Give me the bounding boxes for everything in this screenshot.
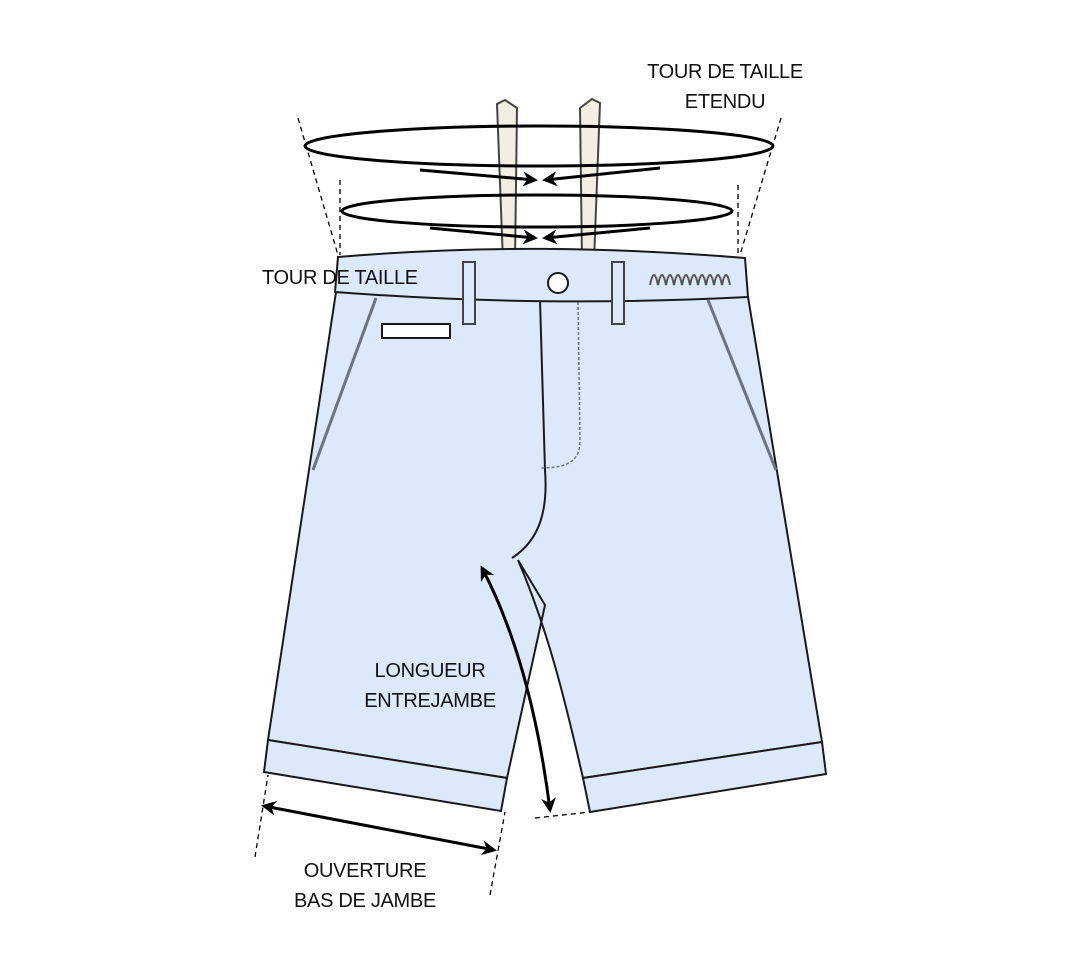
label-leg-opening-line2: BAS DE JAMBE: [294, 890, 436, 912]
label-inseam-line1: LONGUEUR: [375, 660, 486, 682]
waist-ellipse: [340, 193, 734, 229]
waist-arrow-right: [542, 226, 651, 245]
label-leg-opening-line1: OUVERTURE: [304, 860, 427, 882]
left-pocket: [311, 297, 378, 471]
left-strap: [495, 98, 519, 263]
right-cuff: [581, 740, 828, 814]
crotch-seam: [511, 299, 547, 559]
button-icon: [547, 272, 569, 294]
waist-extended-arrow-right: [542, 166, 661, 187]
right-pocket: [706, 299, 778, 471]
waist-arrow-left: [429, 226, 538, 245]
label-waist-extended-line2: ETENDU: [685, 91, 765, 113]
fly-stitch: [539, 301, 581, 469]
waist-extended-ellipse: [303, 124, 775, 168]
inseam-arrow: [480, 565, 556, 813]
right-belt-loop: [611, 261, 625, 325]
left-belt-loop: [462, 261, 476, 325]
leg-opening-arrow: [261, 800, 497, 856]
elastic-zigzag: [649, 274, 731, 286]
waist-extended-arrow-left: [419, 168, 538, 187]
coin-pocket: [381, 323, 451, 339]
label-waist-extended-line1: TOUR DE TAILLE: [647, 61, 803, 83]
waistband: [333, 247, 750, 303]
right-strap: [578, 97, 602, 263]
label-inseam-line2: ENTREJAMBE: [364, 690, 495, 712]
label-waist: TOUR DE TAILLE: [262, 267, 418, 289]
